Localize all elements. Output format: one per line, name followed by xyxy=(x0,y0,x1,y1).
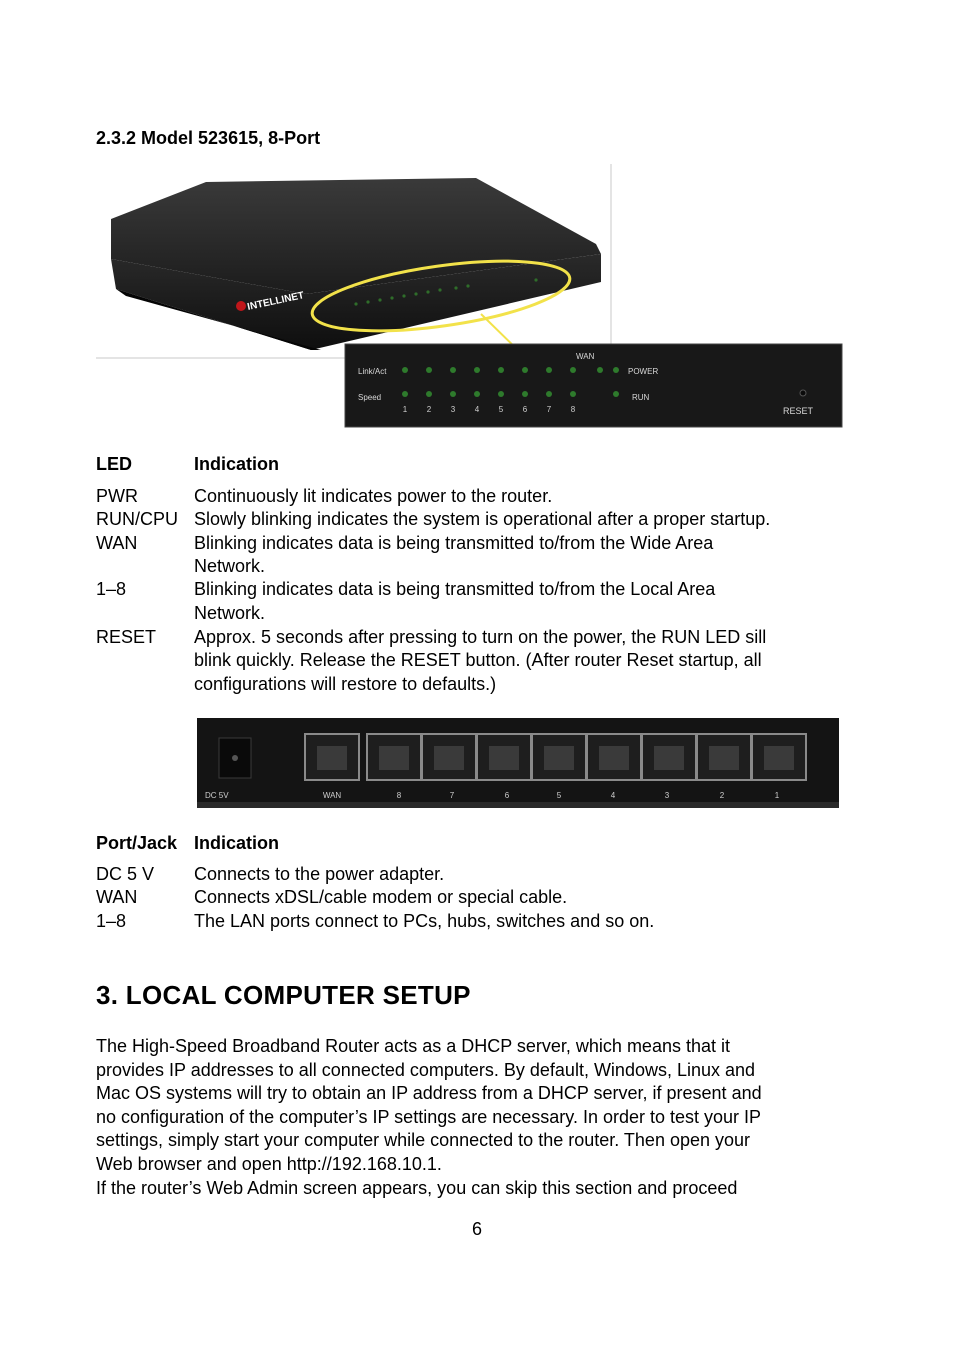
led-name: 1–8 xyxy=(96,579,127,599)
led-panel-zoom xyxy=(345,344,842,427)
led-table-header-indication: Indication xyxy=(194,454,279,474)
reset-button-hole xyxy=(799,389,807,397)
port-name: DC 5 V xyxy=(96,864,155,884)
svg-text:7: 7 xyxy=(450,791,455,800)
led-desc: Slowly blinking indicates the system is … xyxy=(194,509,771,529)
led-desc: Network. xyxy=(194,603,266,623)
svg-text:DC 5V: DC 5V xyxy=(205,791,229,800)
led-desc: configurations will restore to defaults.… xyxy=(194,674,497,694)
svg-text:3: 3 xyxy=(451,405,456,414)
led-desc: Blinking indicates data is being transmi… xyxy=(194,533,714,553)
router-front-image: INTELLINET Link/Act Speed WAN POWER RUN … xyxy=(96,164,843,428)
body-line: If the router’s Web Admin screen appears… xyxy=(96,1177,738,1198)
svg-text:1: 1 xyxy=(403,405,408,414)
led-desc: Continuously lit indicates power to the … xyxy=(194,486,553,506)
body-line: Web browser and open http://192.168.10.1… xyxy=(96,1153,442,1174)
svg-text:7: 7 xyxy=(547,405,552,414)
chapter-heading: 3. LOCAL COMPUTER SETUP xyxy=(96,980,471,1010)
port-table-header-portjack: Port/Jack xyxy=(96,833,178,853)
svg-text:Speed: Speed xyxy=(358,393,381,402)
page-number: 6 xyxy=(471,1219,482,1239)
led-table-header-led: LED xyxy=(96,454,132,474)
svg-text:5: 5 xyxy=(499,405,504,414)
svg-text:POWER: POWER xyxy=(628,367,658,376)
svg-text:2: 2 xyxy=(720,791,725,800)
section-heading: 2.3.2 Model 523615, 8-Port xyxy=(96,128,321,148)
svg-text:1: 1 xyxy=(775,791,780,800)
port-table-header-indication: Indication xyxy=(194,833,279,853)
svg-text:4: 4 xyxy=(611,791,616,800)
body-line: provides IP addresses to all connected c… xyxy=(96,1059,756,1080)
port-desc: The LAN ports connect to PCs, hubs, swit… xyxy=(194,911,655,931)
led-name: RESET xyxy=(96,627,157,647)
svg-text:4: 4 xyxy=(475,405,480,414)
svg-text:3: 3 xyxy=(665,791,670,800)
body-line: settings, simply start your computer whi… xyxy=(96,1130,751,1151)
led-name: RUN/CPU xyxy=(96,509,179,529)
svg-text:Link/Act: Link/Act xyxy=(358,367,387,376)
port-desc: Connects xDSL/cable modem or special cab… xyxy=(194,887,568,907)
port-name: WAN xyxy=(96,887,138,907)
led-name: WAN xyxy=(96,533,138,553)
svg-text:2: 2 xyxy=(427,405,432,414)
led-name: PWR xyxy=(96,486,138,506)
led-desc: Network. xyxy=(194,556,266,576)
svg-text:WAN: WAN xyxy=(323,791,342,800)
body-line: The High-Speed Broadband Router acts as … xyxy=(96,1036,730,1056)
port-desc: Connects to the power adapter. xyxy=(194,864,445,884)
body-line: no configuration of the computer’s IP se… xyxy=(96,1106,762,1127)
svg-text:5: 5 xyxy=(557,791,562,800)
router-back-panel-image: DC 5V WAN 8 7 6 5 4 3 2 1 xyxy=(197,718,839,808)
svg-text:6: 6 xyxy=(523,405,528,414)
svg-text:RUN: RUN xyxy=(632,393,650,402)
svg-text:6: 6 xyxy=(505,791,510,800)
port-name: 1–8 xyxy=(96,911,127,931)
svg-text:8: 8 xyxy=(397,791,402,800)
body-paragraph: The High-Speed Broadband Router acts as … xyxy=(96,1035,856,1200)
led-desc: Blinking indicates data is being transmi… xyxy=(194,579,716,599)
led-desc: Approx. 5 seconds after pressing to turn… xyxy=(194,627,767,647)
led-desc: blink quickly. Release the RESET button.… xyxy=(194,650,762,670)
svg-text:8: 8 xyxy=(571,405,576,414)
svg-text:RESET: RESET xyxy=(783,406,814,416)
body-line: Mac OS systems will try to obtain an IP … xyxy=(96,1083,762,1104)
svg-text:WAN: WAN xyxy=(576,352,595,361)
